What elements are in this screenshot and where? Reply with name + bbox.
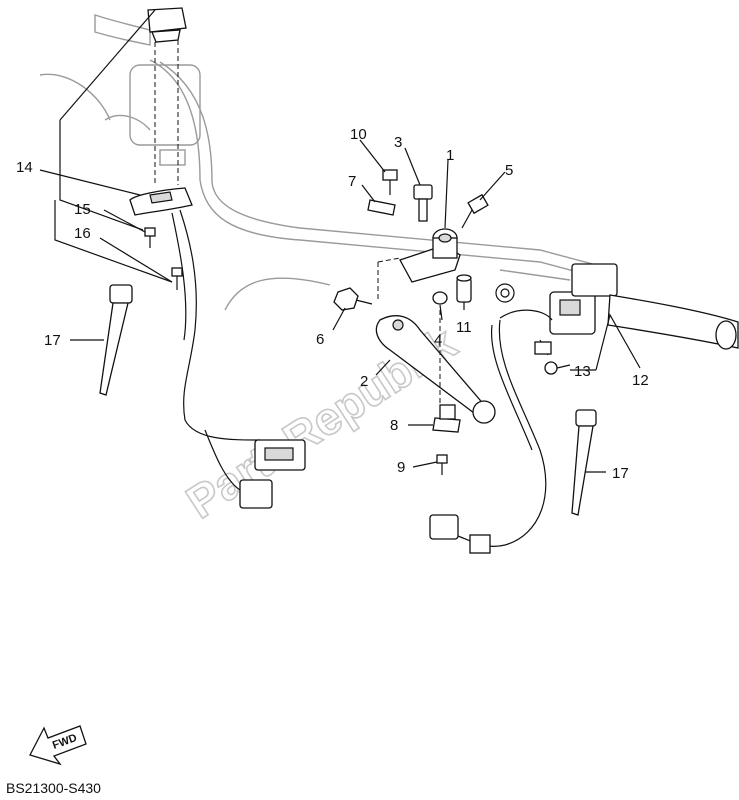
callout-3: 3 (394, 134, 402, 151)
handlebar-outline (39, 14, 601, 279)
clutch-lever-part-2 (375, 315, 496, 424)
bolt-part-3 (413, 184, 433, 222)
screw-part-9 (436, 454, 448, 475)
left-switch-lower-part-14 (129, 187, 261, 441)
switch-part-8 (432, 404, 461, 433)
nut-part-6 (333, 287, 373, 311)
left-connectors (204, 429, 306, 509)
callout-17-right: 17 (612, 465, 629, 482)
left-switch-housing-ghost (104, 64, 201, 166)
callout-5: 5 (505, 162, 513, 179)
left-switch-upper (147, 7, 187, 43)
callout-9: 9 (397, 459, 405, 476)
screw-part-13 (544, 361, 571, 375)
callout-15: 15 (74, 201, 91, 218)
clutch-cable-ghost (224, 277, 331, 311)
part-code: BS21300-S430 (6, 780, 101, 796)
callout-13: 13 (574, 363, 591, 380)
screw-part-5 (461, 193, 489, 229)
callout-16: 16 (74, 225, 91, 242)
callout-8: 8 (390, 417, 398, 434)
screw-part-16 (171, 267, 183, 290)
right-wire-harness (429, 319, 547, 554)
clip-part-7 (367, 199, 396, 216)
leader-lines (39, 9, 641, 473)
lever-holder-part-1 (399, 228, 461, 283)
callout-17-left: 17 (44, 332, 61, 349)
cable-tie-left-part-17 (99, 284, 133, 396)
callout-10: 10 (350, 126, 367, 143)
right-switch-part-12 (499, 263, 739, 356)
callout-12: 12 (632, 372, 649, 389)
fwd-arrow-icon: FWD (29, 725, 87, 766)
callout-4: 4 (434, 332, 442, 349)
cable-tie-right-part-17 (571, 409, 597, 516)
collar-part-11 (456, 274, 472, 303)
callout-11: 11 (456, 319, 472, 336)
screw-part-10 (382, 169, 398, 195)
screw-part-15 (144, 227, 156, 248)
callout-7: 7 (348, 173, 356, 190)
callout-6: 6 (316, 331, 324, 348)
bushing-part-4 (432, 291, 448, 305)
callout-2: 2 (360, 373, 368, 390)
gear-icon (495, 283, 515, 303)
callout-14: 14 (16, 159, 33, 176)
callout-1: 1 (446, 147, 454, 164)
